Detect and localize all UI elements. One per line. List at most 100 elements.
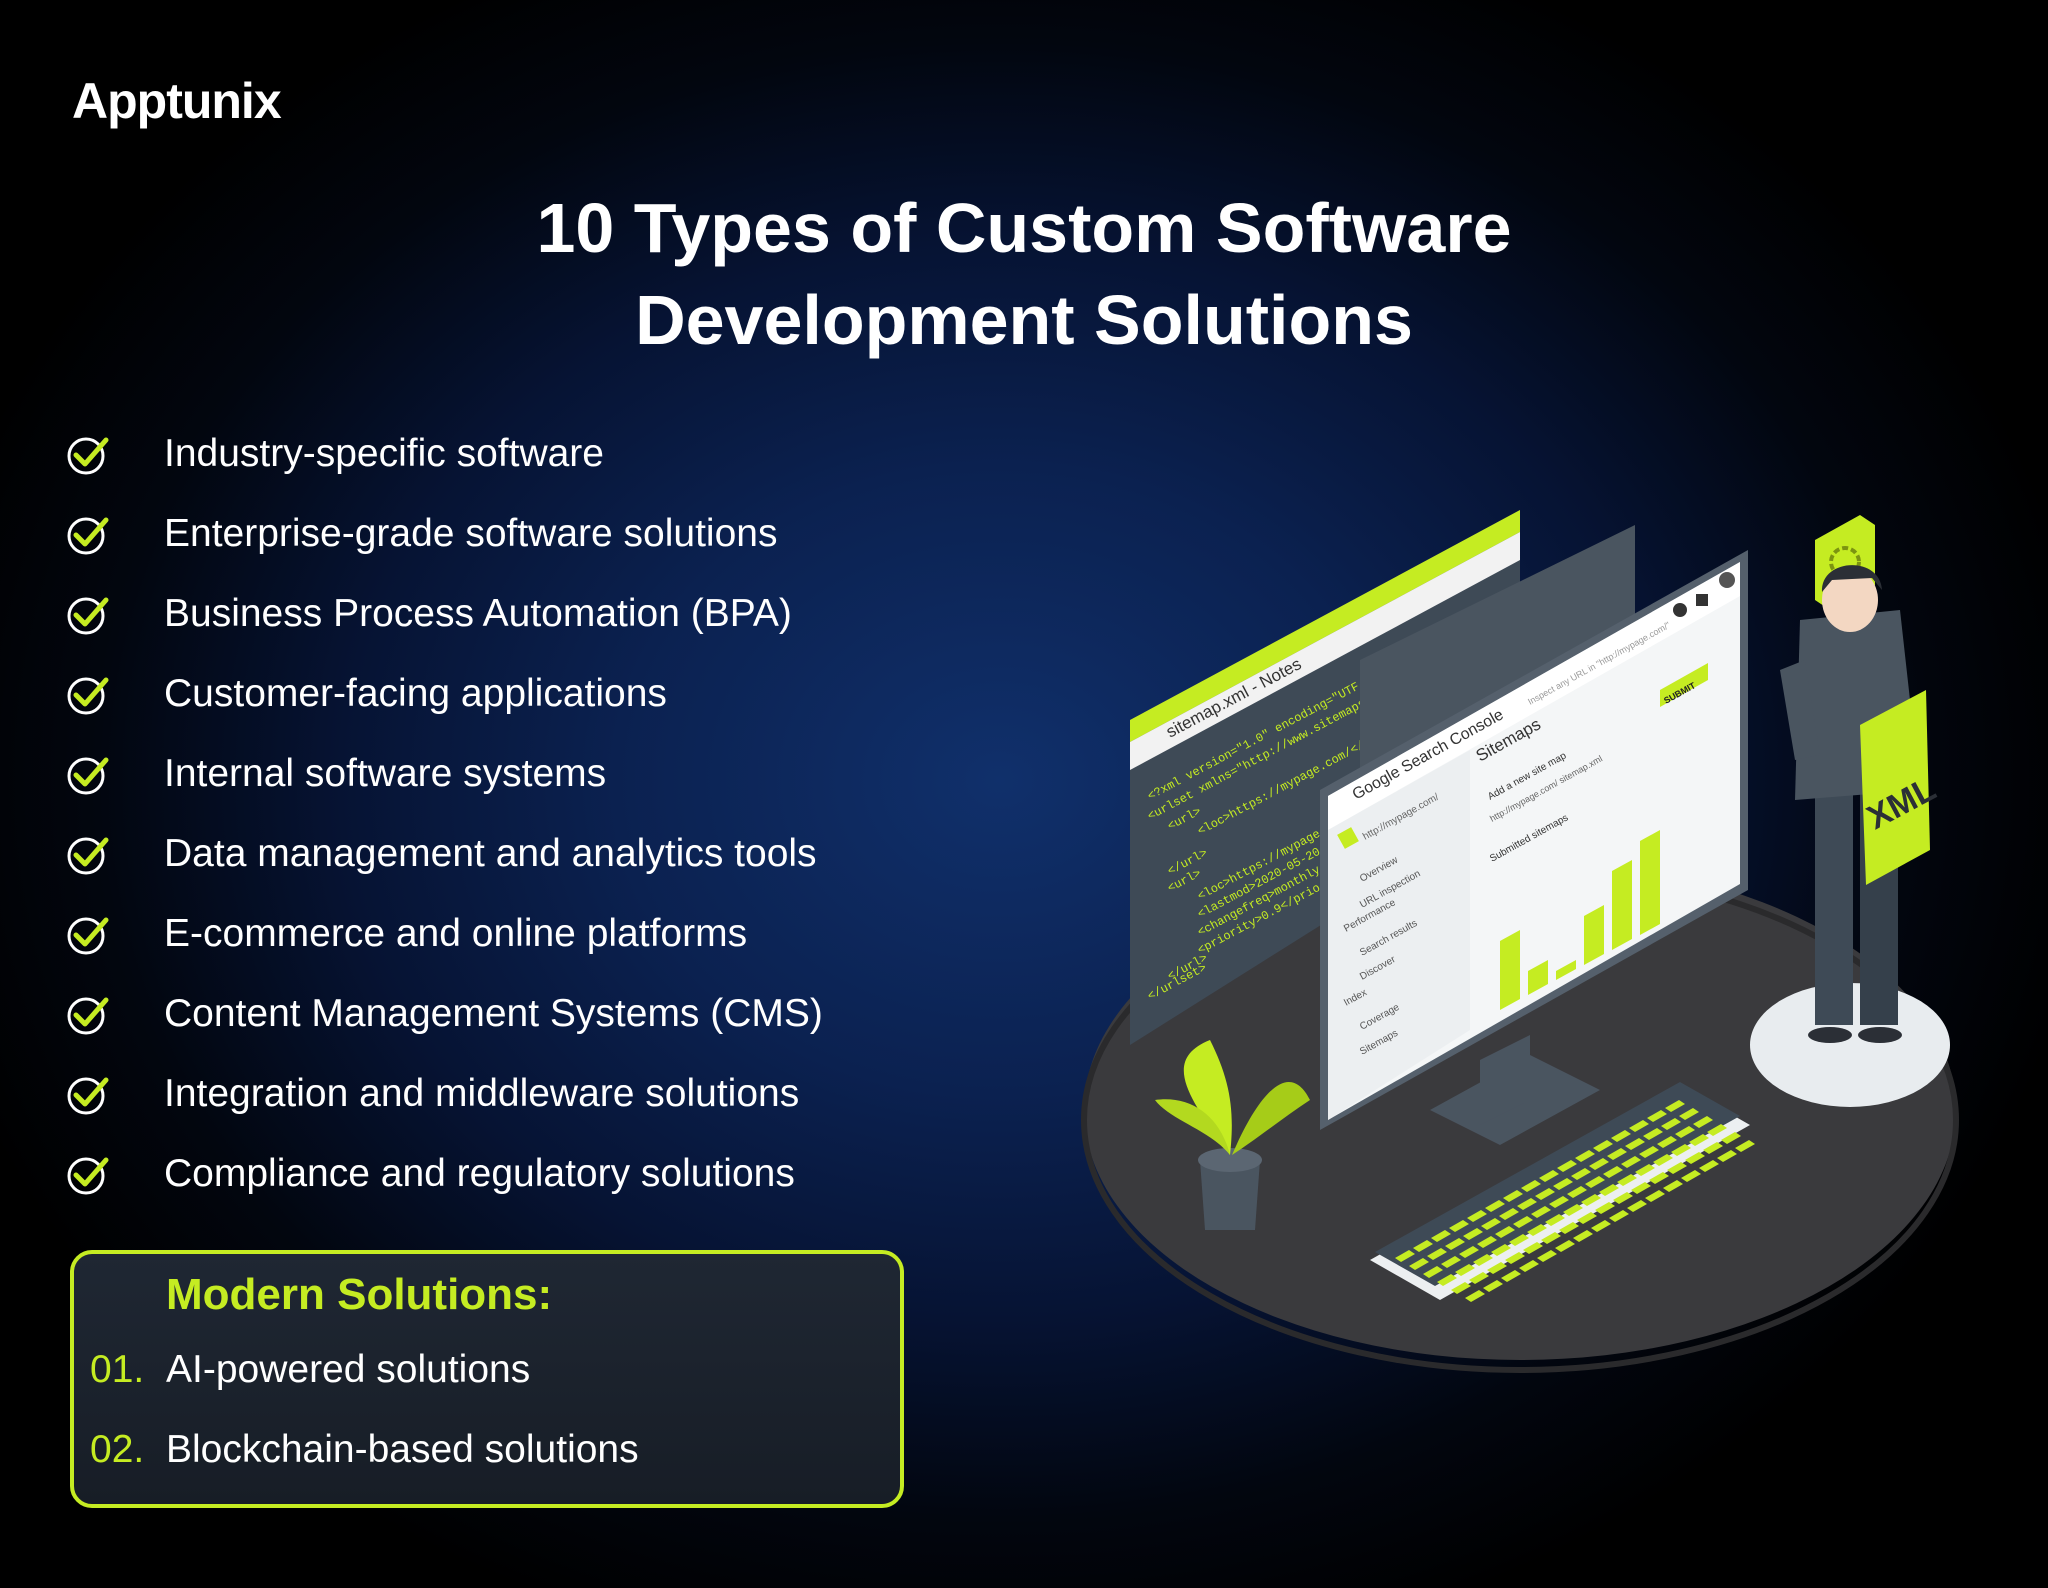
keyboard-key: [1617, 1174, 1637, 1186]
brand-logo: Apptunix: [72, 72, 282, 130]
keyboard-key: [1559, 1222, 1579, 1234]
keyboard-key: [1585, 1176, 1605, 1188]
keyboard-key: [1557, 1160, 1577, 1172]
keyboard-key: [1639, 1146, 1659, 1158]
chart-bar: [1528, 960, 1548, 995]
keyboard-key: [1611, 1130, 1631, 1142]
checklist-item-label: Customer-facing applications: [164, 672, 667, 715]
checklist-item: Data management and analytics tools: [66, 824, 817, 884]
person-shoe: [1808, 1027, 1852, 1043]
keyboard-key: [1667, 1162, 1687, 1174]
checkmark-icon: [67, 1077, 109, 1115]
keyboard-key: [1563, 1204, 1583, 1216]
checklist-item-label: Data management and analytics tools: [164, 832, 817, 875]
checklist-item: Industry-specific software: [66, 424, 604, 484]
keyboard-key: [1665, 1100, 1685, 1112]
keyboard-key: [1589, 1158, 1609, 1170]
keyboard-key: [1451, 1282, 1471, 1294]
keyboard-key: [1625, 1138, 1645, 1150]
computer-illustration: sitemap.xml - Notes <?xml version="1.0" …: [1081, 510, 1959, 1373]
keyboard-key: [1707, 1124, 1727, 1136]
checkmark-icon: [67, 997, 109, 1035]
keyboard-key: [1535, 1188, 1555, 1200]
keyboard-key: [1721, 1132, 1741, 1144]
keyboard-key: [1685, 1152, 1705, 1164]
keyboard-key: [1629, 1120, 1649, 1132]
keyboard-key: [1501, 1270, 1521, 1282]
keyboard-key: [1423, 1266, 1443, 1278]
keyboard-key: [1459, 1246, 1479, 1258]
keyboard-key: [1455, 1264, 1475, 1276]
keyboard-key: [1599, 1184, 1619, 1196]
keyboard-key: [1653, 1154, 1673, 1166]
keyboard-key: [1409, 1258, 1429, 1270]
keyboard-key: [1513, 1216, 1533, 1228]
page-title-line-1: 10 Types of Custom Software: [536, 189, 1512, 267]
page-title: 10 Types of Custom Software Development …: [424, 182, 1624, 366]
keyboard-key: [1463, 1228, 1483, 1240]
checklist-item: Content Management Systems (CMS): [66, 984, 823, 1044]
keyboard-key: [1679, 1108, 1699, 1120]
brand-name: Apptunix: [72, 73, 282, 129]
keyboard-key: [1657, 1136, 1677, 1148]
keyboard-key: [1549, 1196, 1569, 1208]
keyboard-key: [1487, 1262, 1507, 1274]
checkmark-icon: [67, 917, 109, 955]
checklist-item-label: Internal software systems: [164, 752, 607, 795]
keyboard-key: [1521, 1180, 1541, 1192]
keyboard-key: [1445, 1238, 1465, 1250]
keyboard-key: [1495, 1226, 1515, 1238]
checklist-item: Customer-facing applications: [66, 664, 667, 724]
keyboard-key: [1681, 1170, 1701, 1182]
keyboard-key: [1693, 1116, 1713, 1128]
apps-icon: [1696, 594, 1708, 606]
chart-bar: [1640, 830, 1660, 935]
keyboard-key: [1689, 1134, 1709, 1146]
keyboard-key: [1593, 1140, 1613, 1152]
keyboard-key: [1631, 1182, 1651, 1194]
keyboard-key: [1609, 1210, 1629, 1222]
modern-solution-number: 02.: [90, 1428, 145, 1471]
submit-button: [1660, 663, 1708, 707]
checkmark-icon: [67, 437, 109, 475]
keyboard-key: [1449, 1220, 1469, 1232]
keyboard-key: [1575, 1150, 1595, 1162]
property-badge: [1337, 827, 1359, 849]
modern-solutions-box: Modern Solutions: 01. AI-powered solutio…: [70, 1250, 904, 1508]
keyboard-key: [1531, 1206, 1551, 1218]
plant: [1155, 1040, 1310, 1230]
keyboard-key: [1473, 1254, 1493, 1266]
keyboard-key: [1517, 1198, 1537, 1210]
keyboard-key: [1627, 1200, 1647, 1212]
modern-solution-number: 01.: [90, 1348, 145, 1391]
checklist-item: Enterprise-grade software solutions: [66, 504, 777, 564]
keyboard-key: [1663, 1180, 1683, 1192]
checkmark-icon: [67, 597, 109, 635]
keyboard-key: [1481, 1218, 1501, 1230]
keyboard-key: [1413, 1240, 1433, 1252]
keyboard-key: [1591, 1220, 1611, 1232]
keyboard-key: [1573, 1230, 1593, 1242]
keyboard-key: [1467, 1210, 1487, 1222]
keyboard-key: [1483, 1280, 1503, 1292]
keyboard-key: [1395, 1250, 1415, 1262]
keyboard-key: [1577, 1212, 1597, 1224]
keyboard-key: [1465, 1290, 1485, 1302]
keyboard-key: [1699, 1160, 1719, 1172]
person-pedestal: [1750, 983, 1950, 1107]
checklist-item: Internal software systems: [66, 744, 606, 804]
chart-bar: [1500, 930, 1520, 1010]
keyboard-key: [1503, 1190, 1523, 1202]
keyboard-key: [1635, 1164, 1655, 1176]
keyboard-key: [1717, 1150, 1737, 1162]
page-title-line-2: Development Solutions: [635, 281, 1413, 359]
checklist-item-label: Business Process Automation (BPA): [164, 592, 792, 635]
keyboard-key: [1541, 1232, 1561, 1244]
modern-solution-item: 01. AI-powered solutions: [90, 1340, 530, 1400]
checklist-item-label: Compliance and regulatory solutions: [164, 1152, 795, 1195]
keyboard-key: [1509, 1234, 1529, 1246]
keyboard-key: [1607, 1148, 1627, 1160]
checklist-item-label: Integration and middleware solutions: [164, 1072, 800, 1115]
keyboard-key: [1485, 1200, 1505, 1212]
checklist-item: E-commerce and online platforms: [66, 904, 747, 964]
